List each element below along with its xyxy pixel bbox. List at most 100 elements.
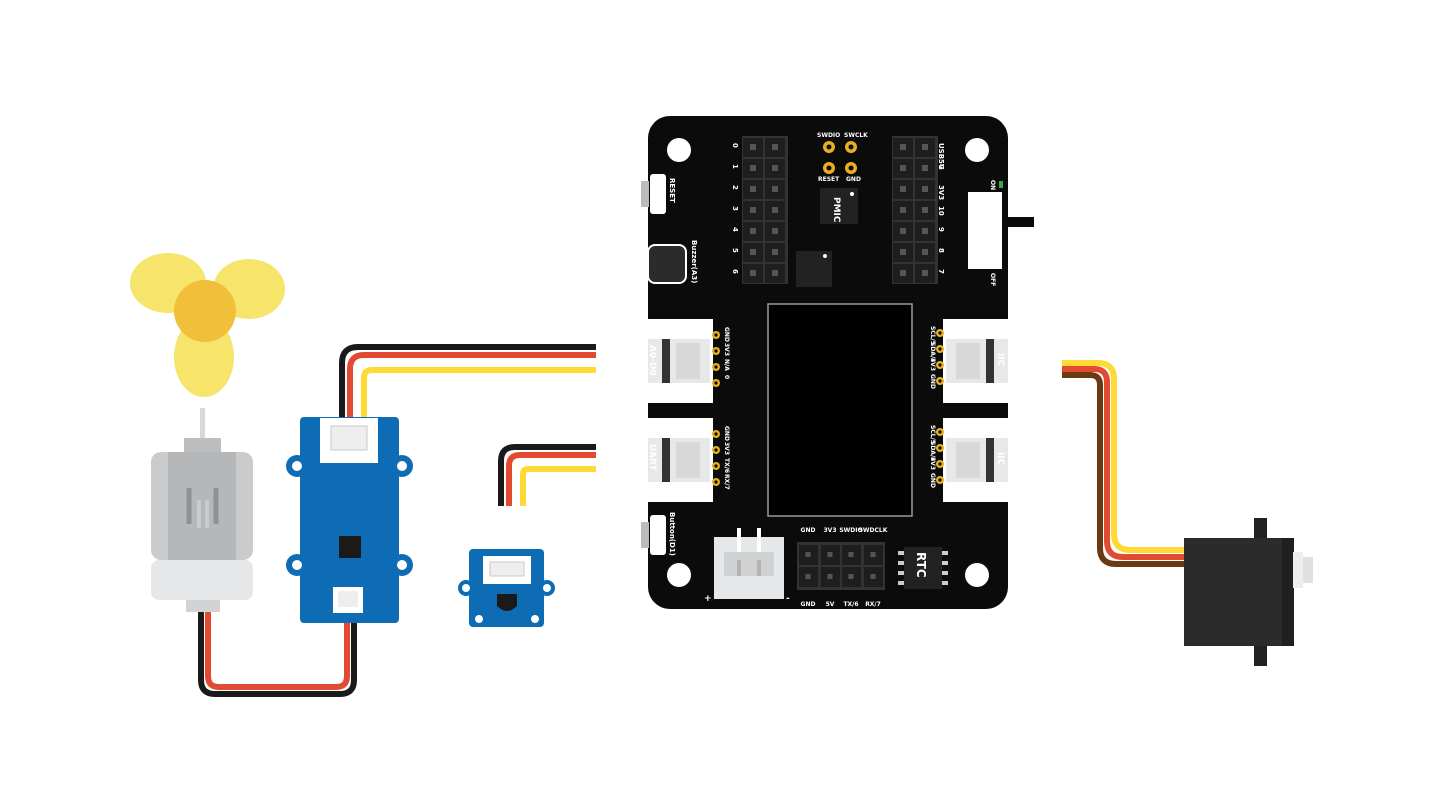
switch-off-label: OFF bbox=[989, 273, 996, 286]
grove-pin-label: 3V3 bbox=[929, 457, 936, 470]
servo-body bbox=[1184, 538, 1284, 646]
left-header-pin-label: 1 bbox=[731, 164, 739, 169]
bottom-header-bottom-label: 5V bbox=[826, 601, 835, 608]
grove-pin-label: GND bbox=[723, 426, 730, 441]
reset-pad-label: RESET bbox=[818, 176, 840, 183]
grove-port-label: IIC bbox=[995, 452, 1005, 466]
buzzer bbox=[647, 244, 687, 284]
gnd-pad-label: GND bbox=[846, 176, 861, 183]
thermistor bbox=[497, 594, 517, 611]
bottom-header-top-label: SWDCLK bbox=[859, 527, 888, 534]
grove-pin-label: SDA/4 bbox=[929, 441, 936, 461]
grove-pin-label: GND bbox=[929, 473, 936, 488]
right-header-pin-label: 3V3 bbox=[937, 185, 945, 200]
grove-pin-label: SCL/5 bbox=[929, 326, 936, 345]
user-button[interactable] bbox=[650, 515, 666, 555]
grove-pin-label: SDA/4 bbox=[929, 342, 936, 362]
bottom-header-bottom-label: TX/6 bbox=[843, 601, 858, 608]
battery-plus-label: + bbox=[704, 594, 712, 604]
mount-hole-bl bbox=[667, 563, 691, 587]
right-header-pin-label: 8 bbox=[937, 248, 945, 253]
wires bbox=[198, 344, 1186, 697]
grove-port-label: A0-D0 bbox=[647, 345, 657, 376]
grove-pin-label: RX/7 bbox=[723, 474, 730, 490]
motor-end-cap bbox=[151, 560, 253, 600]
swdio-label: SWDIO bbox=[817, 132, 840, 139]
left-header-pin-label: 2 bbox=[731, 185, 739, 190]
servo-horn bbox=[1293, 552, 1303, 588]
left-header-pin-label: 4 bbox=[731, 227, 739, 232]
mount-hole-tl bbox=[667, 138, 691, 162]
grove-port-label: IIC bbox=[995, 353, 1005, 367]
grove-pin-label: TX/6 bbox=[723, 458, 730, 473]
plug-uart-cable bbox=[596, 431, 638, 486]
sensor-cable-plug bbox=[479, 506, 533, 544]
bottom-header-bottom-label: GND bbox=[801, 601, 816, 608]
plug-a0-cable bbox=[596, 332, 638, 388]
reset-label: RESET bbox=[668, 178, 676, 203]
bottom-header-top-label: 3V3 bbox=[824, 527, 837, 534]
mosfet-pcb bbox=[300, 417, 399, 623]
mosfet-module bbox=[286, 417, 413, 623]
wire-motor-black bbox=[198, 610, 357, 697]
fan bbox=[130, 253, 285, 397]
wire-a0-black bbox=[339, 344, 598, 420]
swclk-label: SWCLK bbox=[844, 132, 868, 139]
wire-uart-red bbox=[506, 452, 598, 508]
button-label: Button(D1) bbox=[668, 512, 676, 556]
grove-pin-label: SCL/5 bbox=[929, 425, 936, 444]
buzzer-label: Buzzer(A3) bbox=[690, 240, 698, 283]
right-header-pin-label: 9 bbox=[937, 227, 945, 232]
wire-servo-yellow bbox=[1062, 360, 1186, 553]
rtc-chip: RTC bbox=[898, 547, 948, 589]
wire-motor-red bbox=[205, 610, 350, 690]
right-header-pin-label: G bbox=[937, 164, 945, 170]
servo bbox=[1184, 518, 1313, 666]
power-switch-lever[interactable] bbox=[1002, 217, 1034, 227]
grove-port-label: UART bbox=[647, 444, 657, 472]
wire-servo-brown bbox=[1062, 372, 1186, 567]
right-header-pin-label: 7 bbox=[937, 269, 945, 274]
power-switch[interactable] bbox=[968, 192, 1002, 269]
reset-button[interactable] bbox=[650, 174, 666, 214]
grove-pin-label: 3V3 bbox=[929, 358, 936, 371]
left-header-pin-label: 5 bbox=[731, 248, 739, 253]
swd-pads: SWDIO SWCLK RESET GND bbox=[817, 132, 868, 183]
wire-uart-black bbox=[498, 444, 598, 508]
mount-hole-br bbox=[965, 563, 989, 587]
right-header-pin-label: 10 bbox=[937, 206, 945, 216]
left-header-pin-label: 3 bbox=[731, 206, 739, 211]
battery-minus-label: - bbox=[786, 594, 790, 604]
right-header-pin-label: USB5V bbox=[937, 143, 945, 170]
bottom-header-bottom-label: RX/7 bbox=[865, 601, 881, 608]
bottom-header-top-label: SWDIO bbox=[839, 527, 862, 534]
fan-hub bbox=[174, 280, 236, 342]
wire-a0-yellow bbox=[361, 367, 598, 420]
left-header-pin-label: 0 bbox=[731, 143, 739, 148]
mosfet-chip bbox=[339, 536, 361, 558]
wire-a0-red bbox=[347, 352, 598, 420]
grove-pin-label: N/A bbox=[723, 359, 730, 371]
rtc-label: RTC bbox=[914, 552, 928, 578]
wire-uart-yellow bbox=[520, 466, 598, 508]
grove-pin-label: GND bbox=[929, 374, 936, 389]
grove-pin-label: GND bbox=[723, 327, 730, 342]
plug-iic-cable bbox=[1020, 334, 1062, 391]
grove-pin-label: 3V3 bbox=[723, 442, 730, 455]
grove-pin-label: 3V3 bbox=[723, 343, 730, 356]
battery-connector: + - bbox=[704, 528, 790, 604]
temperature-sensor bbox=[458, 506, 555, 627]
bottom-header-top-label: GND bbox=[801, 527, 816, 534]
wifi-module bbox=[767, 303, 913, 517]
pmic-label: PMIC bbox=[831, 197, 841, 223]
switch-on-label: ON bbox=[989, 180, 996, 190]
